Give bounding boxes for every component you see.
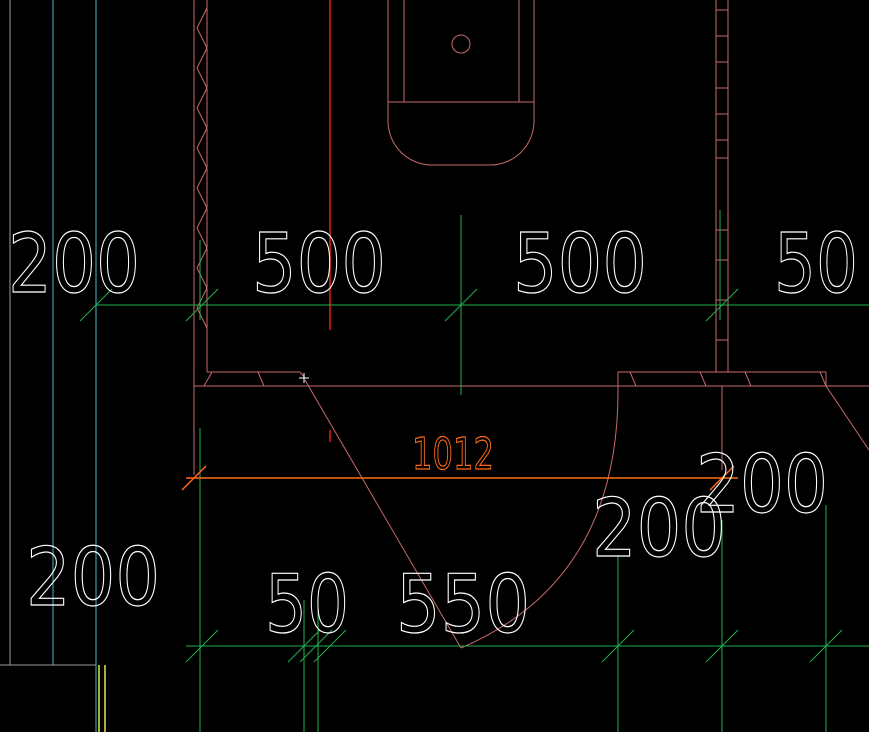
dim-right-200-upper: 200	[696, 438, 828, 531]
left-wall	[193, 0, 869, 475]
toilet-fixture	[387, 0, 535, 166]
dimension-labels: 200 500 500 50 1012 200 200 200 50 550	[7, 216, 858, 651]
door-swing	[304, 371, 869, 649]
dim-right-200-lower: 200	[592, 482, 726, 575]
dim-top-50: 50	[774, 217, 858, 312]
cursor-icon	[299, 373, 309, 383]
dimension-lines	[79, 210, 869, 732]
door-dimension	[181, 465, 738, 491]
dim-lower-left-200: 200	[26, 531, 160, 624]
dim-bottom-550: 550	[396, 558, 530, 651]
dim-door-1012: 1012	[412, 429, 494, 480]
dim-top-500-left: 500	[252, 217, 386, 312]
drain-icon	[451, 34, 471, 54]
dim-top-200: 200	[8, 217, 140, 312]
left-reference-lines	[0, 0, 106, 732]
dim-bottom-50: 50	[265, 558, 349, 651]
right-wall	[715, 0, 729, 470]
dim-top-500-right: 500	[513, 217, 647, 312]
